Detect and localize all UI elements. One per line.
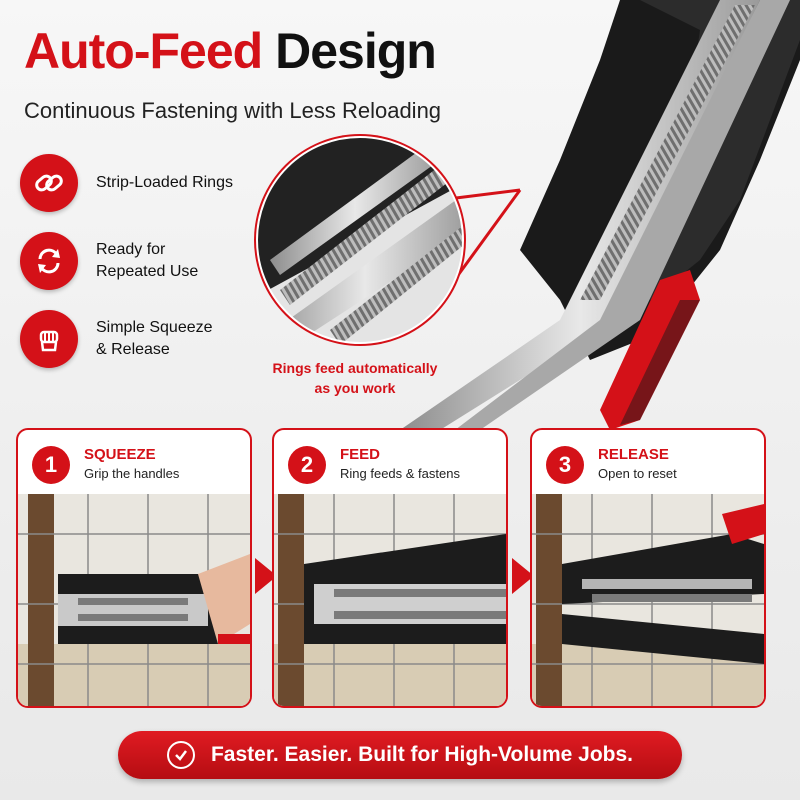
step-arrow — [512, 558, 534, 594]
fist-icon — [20, 310, 78, 368]
step-photo-feed — [274, 494, 506, 706]
step-title: FEED — [340, 446, 381, 463]
step-title: RELEASE — [598, 446, 669, 463]
step-photo-squeeze — [18, 494, 250, 706]
feature-label: Simple Squeeze & Release — [96, 319, 213, 358]
step-arrow — [255, 558, 277, 594]
page-title: Auto-Feed Design — [24, 22, 437, 80]
feature-ready-for-repeated-use: Ready for Repeated Use — [20, 232, 216, 290]
step-number: 2 — [288, 446, 326, 484]
feature-simple-squeeze-release: Simple Squeeze & Release — [20, 310, 226, 368]
tool-hero-illustration — [254, 0, 800, 430]
title-rest: Design — [275, 23, 437, 79]
feature-label: Strip-Loaded Rings — [96, 174, 233, 191]
check-circle-icon — [166, 741, 195, 769]
bottom-banner: Faster. Easier. Built for High-Volume Jo… — [118, 731, 682, 779]
page-subtitle: Continuous Fastening with Less Reloading — [24, 98, 442, 123]
banner-text: Faster. Easier. Built for High-Volume Jo… — [210, 743, 634, 766]
callout-line-2: as you work — [314, 380, 396, 396]
step-number: 3 — [546, 446, 584, 484]
chain-link-icon — [20, 154, 78, 212]
step-number: 1 — [32, 446, 70, 484]
step-card-squeeze: 1 SQUEEZE Grip the handles — [16, 428, 252, 708]
feature-label: Ready for Repeated Use — [96, 241, 199, 280]
feature-strip-loaded-rings: Strip-Loaded Rings — [20, 154, 233, 212]
step-description: Open to reset — [598, 466, 677, 481]
zoom-detail — [254, 134, 522, 346]
step-photo-release — [532, 494, 764, 706]
step-description: Ring feeds & fastens — [340, 466, 460, 481]
title-highlight: Auto-Feed — [24, 23, 263, 79]
zoom-callout: Rings feed automatically as you work — [260, 358, 450, 398]
step-title: SQUEEZE — [84, 446, 156, 463]
step-card-release: 3 RELEASE Open to reset — [530, 428, 766, 708]
refresh-icon — [20, 232, 78, 290]
step-description: Grip the handles — [84, 466, 180, 481]
callout-line-1: Rings feed automatically — [272, 360, 438, 376]
step-card-feed: 2 FEED Ring feeds & fastens — [272, 428, 508, 708]
